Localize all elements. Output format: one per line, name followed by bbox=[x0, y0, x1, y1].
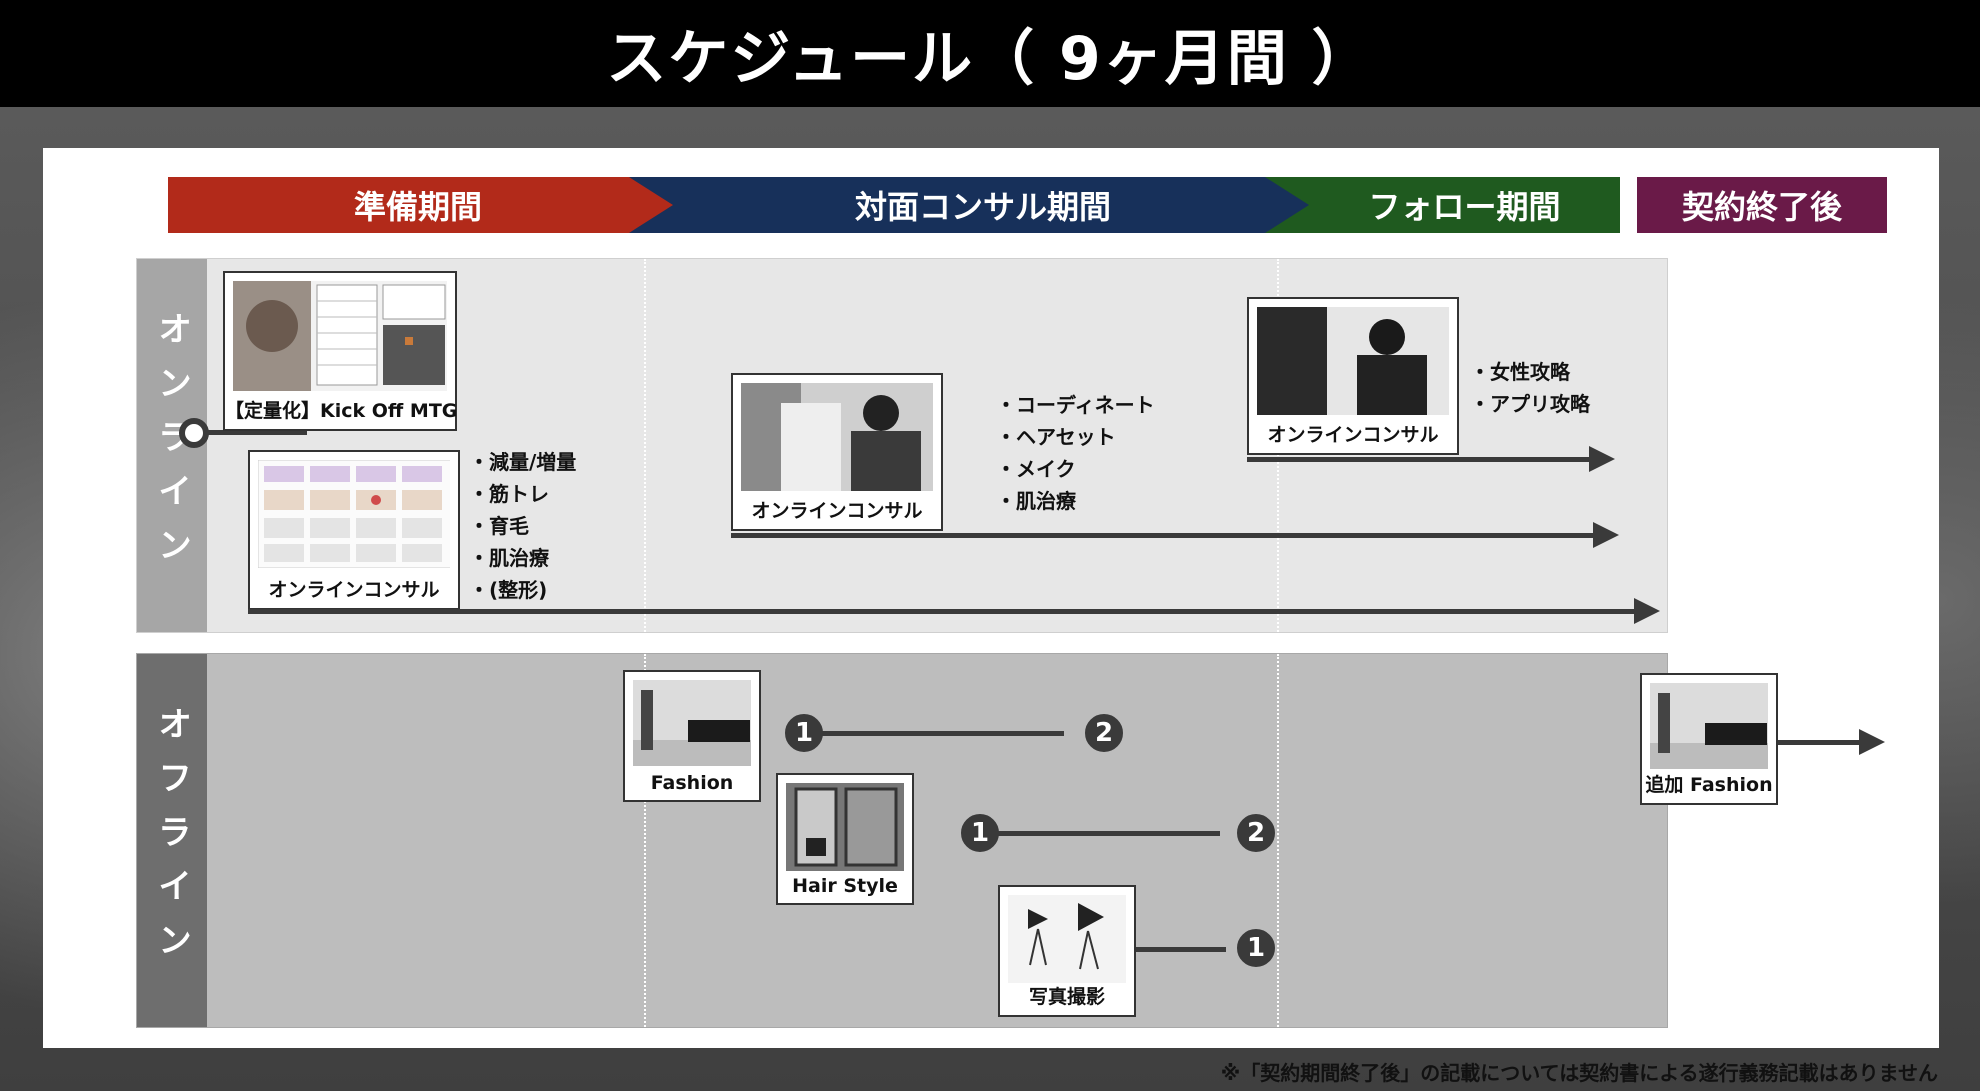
online-consult-1-arrow bbox=[248, 598, 1660, 624]
phase-divider-1 bbox=[644, 259, 646, 632]
phase-face-consult-label: 対面コンサル期間 bbox=[854, 188, 1111, 226]
phase-follow: フォロー期間 bbox=[1309, 177, 1620, 233]
fashion-step-2: 2 bbox=[1085, 714, 1123, 752]
fashion-caption: Fashion bbox=[650, 772, 734, 794]
hair-style-timeline bbox=[980, 831, 1220, 836]
phase-after-label: 契約終了後 bbox=[1681, 188, 1842, 226]
topic-item: (整形) bbox=[469, 574, 576, 606]
online-consult-3-image bbox=[1257, 307, 1449, 415]
photo-shoot-image bbox=[1008, 895, 1126, 983]
phase-arrow-prep bbox=[168, 177, 687, 233]
topic-item: ヘアセット bbox=[996, 421, 1155, 453]
hair-style-step-2: 2 bbox=[1237, 814, 1275, 852]
document-thumbnail bbox=[258, 460, 450, 568]
hair-style-caption: Hair Style bbox=[792, 875, 898, 897]
online-consult-1-image bbox=[258, 460, 450, 568]
online-consult-3-arrow bbox=[1247, 446, 1615, 472]
studio-thumbnail bbox=[1008, 895, 1126, 983]
photo-shoot-card: 写真撮影 bbox=[998, 885, 1136, 1017]
topic-item: 肌治療 bbox=[996, 485, 1155, 517]
extra-fashion-card: 追加 Fashion bbox=[1640, 673, 1778, 805]
phase-box-after bbox=[1637, 177, 1887, 233]
phase-divider-1-offline bbox=[644, 654, 646, 1027]
kickoff-image bbox=[233, 281, 447, 391]
topic-item: 育毛 bbox=[469, 510, 576, 542]
fashion-card: Fashion bbox=[623, 670, 761, 802]
salon-thumbnail bbox=[786, 783, 904, 871]
hair-style-step-1: 1 bbox=[961, 814, 999, 852]
photo-thumbnail bbox=[1257, 307, 1449, 415]
kickoff-card: 【定量化】Kick Off MTG bbox=[223, 271, 457, 431]
online-consult-3-card: オンラインコンサル bbox=[1247, 297, 1459, 455]
kickoff-connector bbox=[207, 430, 307, 435]
extra-fashion-image bbox=[1650, 683, 1768, 769]
online-consult-3-caption: オンラインコンサル bbox=[1267, 424, 1439, 446]
phase-after: 契約終了後 bbox=[1637, 177, 1887, 233]
online-consult-3-topics: 女性攻略 アプリ攻略 bbox=[1470, 356, 1590, 420]
phase-follow-label: フォロー期間 bbox=[1368, 188, 1561, 226]
online-consult-1-topics: 減量/増量 筋トレ 育毛 肌治療 (整形) bbox=[469, 446, 576, 606]
topic-item: 肌治療 bbox=[469, 542, 576, 574]
topic-item: 女性攻略 bbox=[1470, 356, 1590, 388]
phase-arrow-follow bbox=[1265, 177, 1620, 233]
extra-fashion-caption: 追加 Fashion bbox=[1645, 774, 1773, 796]
photo-shoot-step-1: 1 bbox=[1237, 929, 1275, 967]
title-bar: スケジュール（ 9ヶ月間 ） bbox=[0, 0, 1980, 107]
phase-arrow-face bbox=[629, 177, 1315, 233]
extra-fashion-arrow bbox=[1778, 729, 1885, 755]
topic-item: アプリ攻略 bbox=[1470, 388, 1590, 420]
fashion-thumbnail bbox=[633, 680, 751, 766]
photo-shoot-timeline bbox=[1136, 947, 1226, 952]
fashion-timeline bbox=[804, 731, 1064, 736]
online-consult-2-image bbox=[741, 383, 933, 491]
phase-arrows bbox=[168, 177, 1887, 233]
page-title: スケジュール（ 9ヶ月間 ） bbox=[606, 24, 1374, 94]
kickoff-caption: 【定量化】Kick Off MTG bbox=[225, 400, 458, 422]
topic-item: 筋トレ bbox=[469, 478, 576, 510]
online-consult-2-topics: コーディネート ヘアセット メイク 肌治療 bbox=[996, 389, 1155, 517]
hair-style-image bbox=[786, 783, 904, 871]
schedule-panel: 準備期間 対面コンサル期間 フォロー期間 契約終了後 オンライン オフライン bbox=[43, 148, 1939, 1048]
hair-style-card: Hair Style bbox=[776, 773, 914, 905]
photo-shoot-caption: 写真撮影 bbox=[1028, 986, 1105, 1008]
online-consult-2-card: オンラインコンサル bbox=[731, 373, 943, 531]
fashion-thumbnail bbox=[1650, 683, 1768, 769]
start-marker bbox=[179, 418, 209, 448]
topic-item: メイク bbox=[996, 453, 1155, 485]
offline-lane-label: オフライン bbox=[137, 654, 207, 1027]
fashion-step-1: 1 bbox=[785, 714, 823, 752]
footnote: ※「契約期間終了後」の記載については契約書による遂行義務記載はありません bbox=[1220, 1061, 1938, 1085]
online-consult-1-caption: オンラインコンサル bbox=[268, 579, 440, 601]
online-consult-2-caption: オンラインコンサル bbox=[751, 500, 923, 522]
topic-item: 減量/増量 bbox=[469, 446, 576, 478]
photo-thumbnail bbox=[741, 383, 933, 491]
phase-prep-label: 準備期間 bbox=[353, 188, 482, 226]
topic-item: コーディネート bbox=[996, 389, 1155, 421]
fashion-image bbox=[633, 680, 751, 766]
phase-face-consult: 対面コンサル期間 bbox=[673, 177, 1293, 233]
kickoff-thumbnail bbox=[233, 281, 447, 391]
online-consult-1-card: オンラインコンサル bbox=[248, 450, 460, 610]
online-consult-2-arrow bbox=[731, 522, 1619, 548]
phase-divider-2-offline bbox=[1277, 654, 1279, 1027]
phase-prep: 準備期間 bbox=[168, 177, 668, 233]
